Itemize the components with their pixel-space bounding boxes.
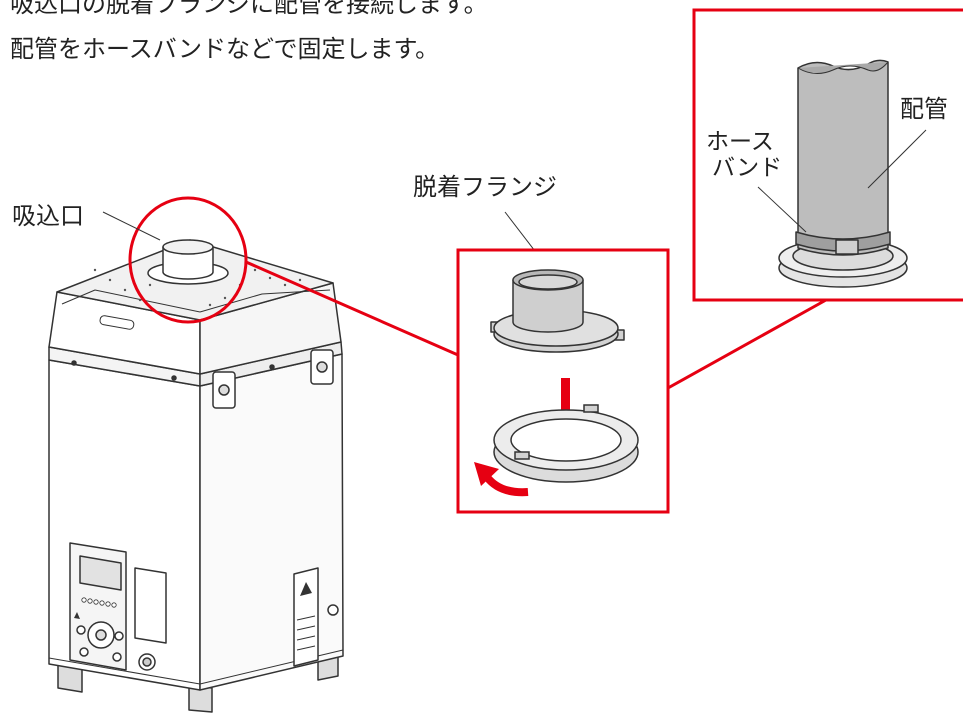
leader-pipe — [867, 129, 927, 189]
pipe — [797, 59, 889, 256]
label-flange: 脱着フランジ — [413, 173, 557, 201]
fume-extractor-unit — [48, 239, 344, 713]
display-screen — [79, 555, 122, 591]
warning-triangle-icon — [74, 612, 80, 619]
label-pipe: 配管 — [900, 95, 948, 123]
label-hose-band-line1: ホース — [706, 129, 774, 155]
hood-vent-dots — [93, 268, 302, 307]
round-fitting — [138, 653, 156, 671]
connector-line-intake — [245, 260, 459, 357]
pipe-assembly — [778, 59, 908, 288]
label-hose-band-line2: バンド — [712, 155, 783, 181]
latch-right — [310, 349, 334, 385]
leader-intake — [102, 211, 161, 241]
rotate-arrow-icon — [474, 462, 529, 497]
intake-port — [147, 239, 229, 285]
instruction-line-2: 配管をホースバンドなどで固定します。 — [10, 35, 440, 63]
indicator-leds — [81, 597, 117, 608]
connector-line-pipe — [667, 298, 827, 390]
leader-hose-band — [757, 186, 807, 233]
inspection-window — [134, 567, 167, 644]
brand-logo — [99, 315, 135, 330]
side-warning-labels — [293, 567, 339, 667]
detachable-flange — [490, 269, 625, 353]
label-intake: 吸込口 — [12, 202, 84, 230]
intake-highlight-circle — [128, 196, 248, 324]
latch-left — [212, 371, 236, 409]
control-panel — [69, 542, 127, 671]
mounting-ring — [493, 404, 639, 483]
instruction-line-1: 吸込口の脱着フランジに配管を接続します。 — [10, 0, 488, 18]
hose-band-clamp — [835, 239, 859, 255]
